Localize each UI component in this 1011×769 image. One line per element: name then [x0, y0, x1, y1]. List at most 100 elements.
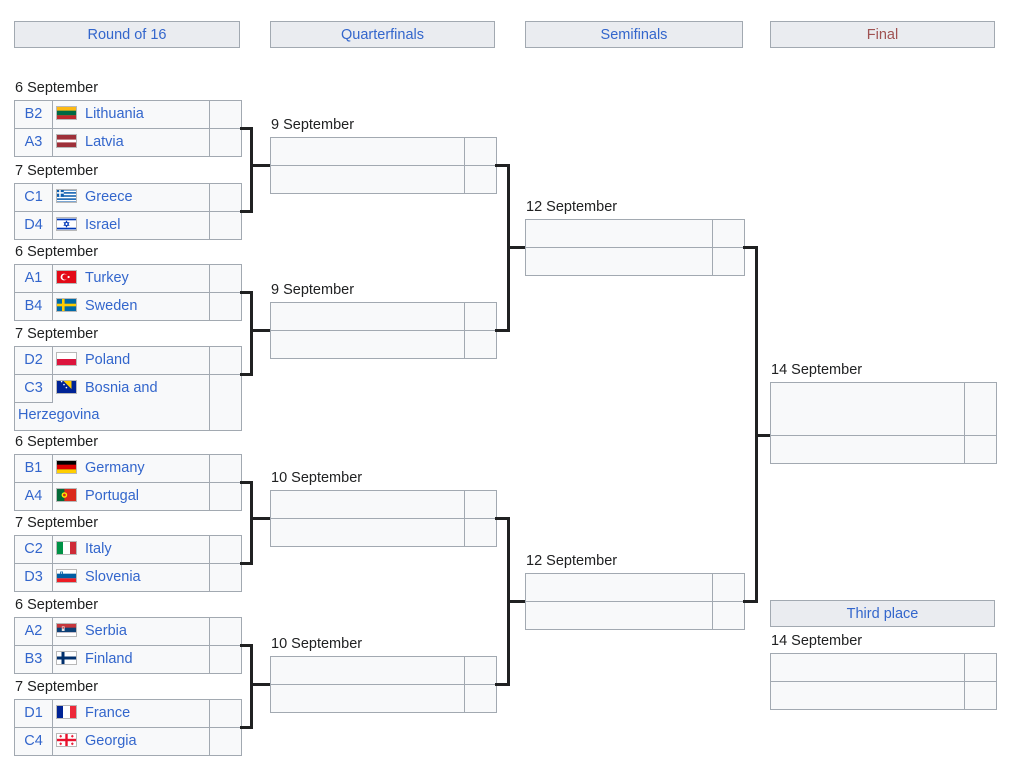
- bracket-connector: [510, 600, 525, 603]
- team-line: Portugal: [15, 483, 208, 510]
- seed-link[interactable]: C3: [15, 375, 53, 403]
- score-cell: [964, 654, 996, 681]
- empty-team-row: [271, 518, 496, 546]
- team-link[interactable]: Portugal: [85, 488, 140, 504]
- third-place-link[interactable]: Third place: [846, 606, 919, 622]
- score-cell: [209, 212, 241, 239]
- israel-flag-icon: [56, 217, 77, 231]
- empty-team-row: [771, 654, 996, 681]
- team-row: D1 France: [15, 700, 241, 727]
- score-cell: [464, 138, 496, 165]
- header-third-place[interactable]: Third place: [770, 600, 995, 627]
- bracket-connector: [240, 481, 253, 484]
- score-cell: [209, 375, 241, 430]
- header-semifinals[interactable]: Semifinals: [525, 21, 743, 48]
- round-of-16-link[interactable]: Round of 16: [87, 27, 167, 43]
- seed-link[interactable]: C4: [15, 728, 53, 755]
- team-link[interactable]: Lithuania: [85, 106, 144, 122]
- bracket-connector: [253, 164, 270, 167]
- team-link[interactable]: Slovenia: [85, 569, 141, 585]
- r16-match-5: B1 Germany A4 Portugal: [14, 454, 242, 511]
- bracket-connector: [253, 329, 270, 332]
- team-line: Serbia: [15, 618, 208, 645]
- team-line: Bosnia and Herzegovina: [15, 375, 208, 429]
- team-link[interactable]: Latvia: [85, 134, 124, 150]
- team-link[interactable]: Italy: [85, 541, 112, 557]
- team-line: Italy: [15, 536, 208, 563]
- team-row: C3 Bosnia and Herzegovina: [15, 374, 241, 430]
- bracket-connector: [240, 726, 253, 729]
- empty-team-row: [526, 247, 744, 275]
- sf-match-1: [525, 219, 745, 276]
- match-date: 10 September: [271, 470, 363, 486]
- score-cell: [209, 646, 241, 673]
- seed-link[interactable]: D3: [15, 564, 53, 591]
- r16-match-6: C2 Italy D3 Slovenia: [14, 535, 242, 592]
- score-cell: [209, 293, 241, 320]
- match-date: 6 September: [15, 80, 99, 96]
- team-link[interactable]: Sweden: [85, 298, 138, 314]
- final-link[interactable]: Final: [866, 27, 899, 43]
- team-link[interactable]: Greece: [85, 189, 133, 205]
- final-match: [770, 382, 997, 464]
- team-line: Germany: [15, 455, 208, 482]
- score-cell: [209, 483, 241, 510]
- score-cell: [964, 383, 996, 435]
- qf-match-3: [270, 490, 497, 547]
- seed-link[interactable]: B4: [15, 293, 53, 320]
- seed-link[interactable]: B1: [15, 455, 53, 482]
- poland-flag-icon: [56, 352, 77, 366]
- team-line: Turkey: [15, 265, 208, 292]
- match-date: 9 September: [271, 117, 355, 133]
- match-date: 6 September: [15, 597, 99, 613]
- bracket-connector: [240, 291, 253, 294]
- seed-link[interactable]: C1: [15, 184, 53, 211]
- team-link[interactable]: Israel: [85, 217, 121, 233]
- team-link[interactable]: Serbia: [85, 623, 127, 639]
- seed-link[interactable]: A3: [15, 129, 53, 156]
- seed-link[interactable]: A1: [15, 265, 53, 292]
- header-final[interactable]: Final: [770, 21, 995, 48]
- bosnia-and-herzegovina-flag-icon: [56, 380, 77, 394]
- bracket-connector: [743, 246, 758, 249]
- germany-flag-icon: [56, 460, 77, 474]
- header-round-of-16[interactable]: Round of 16: [14, 21, 240, 48]
- seed-link[interactable]: A4: [15, 483, 53, 510]
- team-line: Slovenia: [15, 564, 208, 591]
- seed-link[interactable]: B3: [15, 646, 53, 673]
- quarterfinals-link[interactable]: Quarterfinals: [340, 27, 424, 43]
- team-link[interactable]: Finland: [85, 651, 133, 667]
- match-date: 12 September: [526, 199, 618, 215]
- seed-link[interactable]: C2: [15, 536, 53, 563]
- header-quarterfinals[interactable]: Quarterfinals: [270, 21, 495, 48]
- r16-match-3: A1 Turkey B4 Sweden: [14, 264, 242, 321]
- team-line: France: [15, 700, 208, 727]
- match-date: 14 September: [771, 362, 863, 378]
- team-row: A1 Turkey: [15, 265, 241, 292]
- team-link[interactable]: Georgia: [85, 733, 137, 749]
- seed-link[interactable]: D2: [15, 347, 53, 374]
- team-link[interactable]: Poland: [85, 352, 131, 368]
- score-cell: [464, 166, 496, 193]
- serbia-flag-icon: [56, 623, 77, 637]
- latvia-flag-icon: [56, 134, 77, 148]
- team-line: Lithuania: [15, 101, 208, 128]
- r16-match-1: B2 Lithuania A3 Latvia: [14, 100, 242, 157]
- bracket-connector: [507, 164, 510, 332]
- team-line: Greece: [15, 184, 208, 211]
- team-link[interactable]: Turkey: [85, 270, 129, 286]
- score-cell: [209, 184, 241, 211]
- turkey-flag-icon: [56, 270, 77, 284]
- team-link[interactable]: Germany: [85, 460, 145, 476]
- empty-team-row: [771, 435, 996, 463]
- team-link[interactable]: Bosnia and Herzegovina: [18, 380, 158, 423]
- italy-flag-icon: [56, 541, 77, 555]
- seed-link[interactable]: D1: [15, 700, 53, 727]
- seed-link[interactable]: A2: [15, 618, 53, 645]
- sweden-flag-icon: [56, 298, 77, 312]
- seed-link[interactable]: B2: [15, 101, 53, 128]
- semifinals-link[interactable]: Semifinals: [600, 27, 668, 43]
- team-link[interactable]: France: [85, 705, 131, 721]
- georgia-flag-icon: [56, 733, 77, 747]
- seed-link[interactable]: D4: [15, 212, 53, 239]
